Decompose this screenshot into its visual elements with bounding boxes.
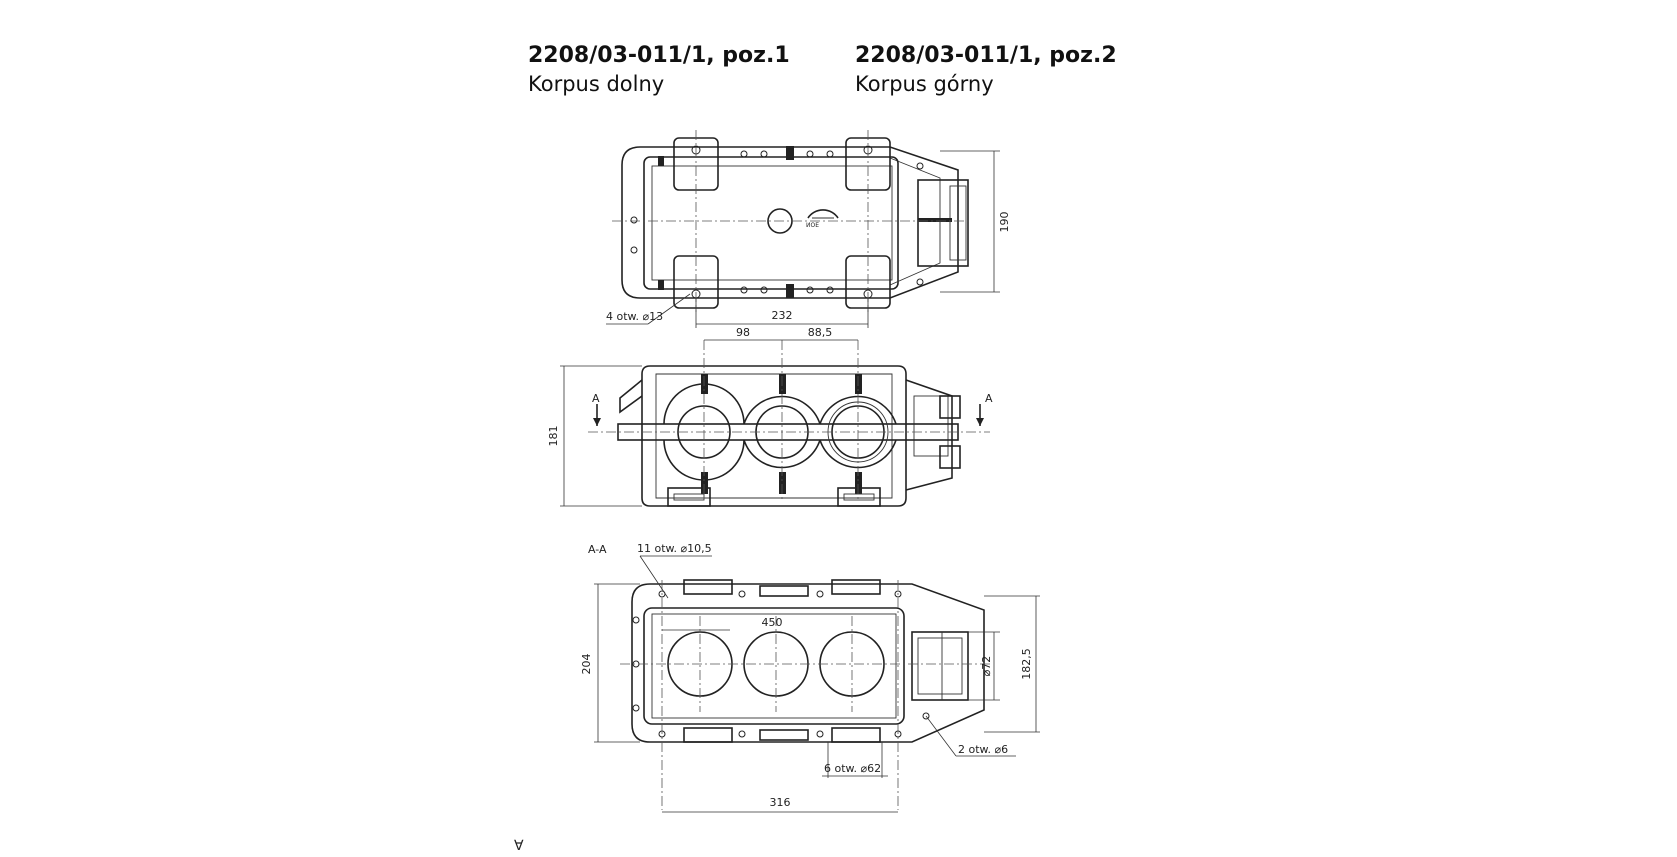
corner-mark: ∀	[514, 838, 524, 854]
top-view: ИОЕ 190 232 4 otw. ⌀13	[606, 130, 1011, 328]
part-code: 2208/03-011/1, poz.1	[528, 43, 790, 68]
section-mark-left: A	[592, 392, 600, 405]
front-view: 98 88,5 181 A A	[547, 326, 993, 507]
dim-height-190: 190	[998, 212, 1011, 233]
dim-spacing-98: 98	[736, 326, 750, 339]
dim-spacing-88-5: 88,5	[808, 326, 833, 339]
section-view: A-A 11 o	[580, 542, 1040, 813]
dim-height-181: 181	[547, 426, 560, 447]
part-header-1: 2208/03-011/1, poz.1 Korpus dolny	[528, 42, 790, 98]
section-title: A-A	[588, 543, 607, 556]
holes-note-top-view: 4 otw. ⌀13	[606, 310, 663, 323]
dim-bore-72: ⌀72	[980, 656, 993, 677]
part-header-2: 2208/03-011/1, poz.2 Korpus górny	[855, 42, 1117, 98]
part-code: 2208/03-011/1, poz.2	[855, 43, 1117, 68]
dim-base-316: 316	[770, 796, 791, 809]
holes-note-section-bottom: 6 otw. ⌀62	[824, 762, 881, 775]
section-mark-right: A	[985, 392, 993, 405]
holes-note-section-top: 11 otw. ⌀10,5	[637, 542, 712, 555]
dim-length-232: 232	[772, 309, 793, 322]
dim-inner-450: 450	[762, 616, 783, 629]
dim-flange-182-5: 182,5	[1020, 648, 1033, 680]
svg-text:ИОЕ: ИОЕ	[806, 222, 819, 229]
dim-height-204: 204	[580, 654, 593, 675]
part-name: Korpus dolny	[528, 72, 665, 96]
part-name: Korpus górny	[855, 72, 994, 96]
holes-note-section-right: 2 otw. ⌀6	[958, 743, 1008, 756]
